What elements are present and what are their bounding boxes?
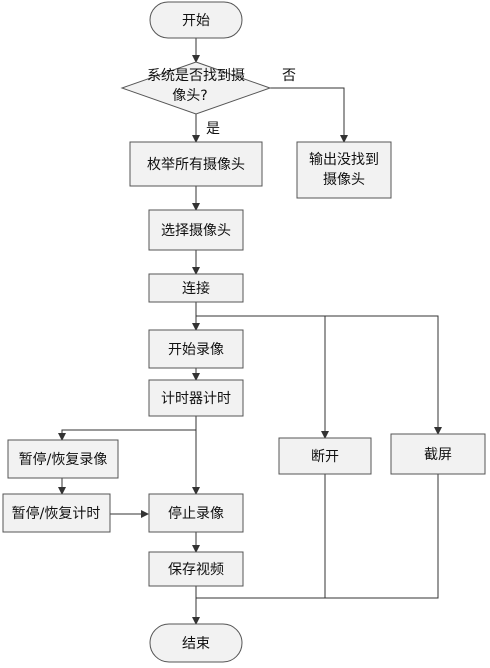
connect-label: 连接 xyxy=(182,280,210,297)
decision-label-line1: 系统是否找到摄 xyxy=(147,68,245,84)
connect-box xyxy=(148,273,244,303)
not-found-box xyxy=(296,141,392,199)
stop-record-box xyxy=(148,493,244,533)
yes-label: 是 xyxy=(206,121,220,137)
decision-diamond xyxy=(120,61,272,115)
enumerate-label: 枚举所有摄像头 xyxy=(147,157,245,173)
decision-label-line2: 像头? xyxy=(172,88,207,104)
timer-label: 计时器计时 xyxy=(161,391,231,407)
start-terminal xyxy=(149,1,243,39)
line-screenshot-to-end xyxy=(325,474,439,599)
disconnect-box xyxy=(278,437,372,475)
select-label: 选择摄像头 xyxy=(161,223,231,239)
no-label: 否 xyxy=(282,68,296,84)
start-record-label: 开始录像 xyxy=(168,342,224,358)
screenshot-box xyxy=(390,433,486,475)
pause-resume-record-box xyxy=(7,439,119,479)
not-found-label-line1: 输出没找到 xyxy=(309,152,379,168)
save-video-label: 保存视频 xyxy=(168,562,224,578)
pause-resume-timer-label: 暂停/恢复计时 xyxy=(12,505,101,522)
pause-resume-timer-box xyxy=(2,493,111,533)
arrow-timer-to-pause-record xyxy=(58,429,196,441)
enumerate-box xyxy=(129,141,263,187)
not-found-label-line2: 摄像头 xyxy=(323,172,365,188)
connectors xyxy=(58,38,442,625)
timer-box xyxy=(148,379,244,417)
save-video-box xyxy=(148,551,244,587)
pause-resume-record-label: 暂停/恢复录像 xyxy=(19,451,108,468)
select-box xyxy=(148,209,244,251)
end-terminal xyxy=(149,623,243,663)
arrow-decision-no xyxy=(270,87,348,143)
start-record-box xyxy=(148,329,244,369)
disconnect-label: 断开 xyxy=(311,449,339,465)
start-label: 开始 xyxy=(182,13,210,29)
screenshot-label: 截屏 xyxy=(424,447,452,463)
end-label: 结束 xyxy=(182,636,210,652)
stop-record-label: 停止录像 xyxy=(168,505,224,522)
arrow-connect-to-screenshot xyxy=(196,315,442,435)
